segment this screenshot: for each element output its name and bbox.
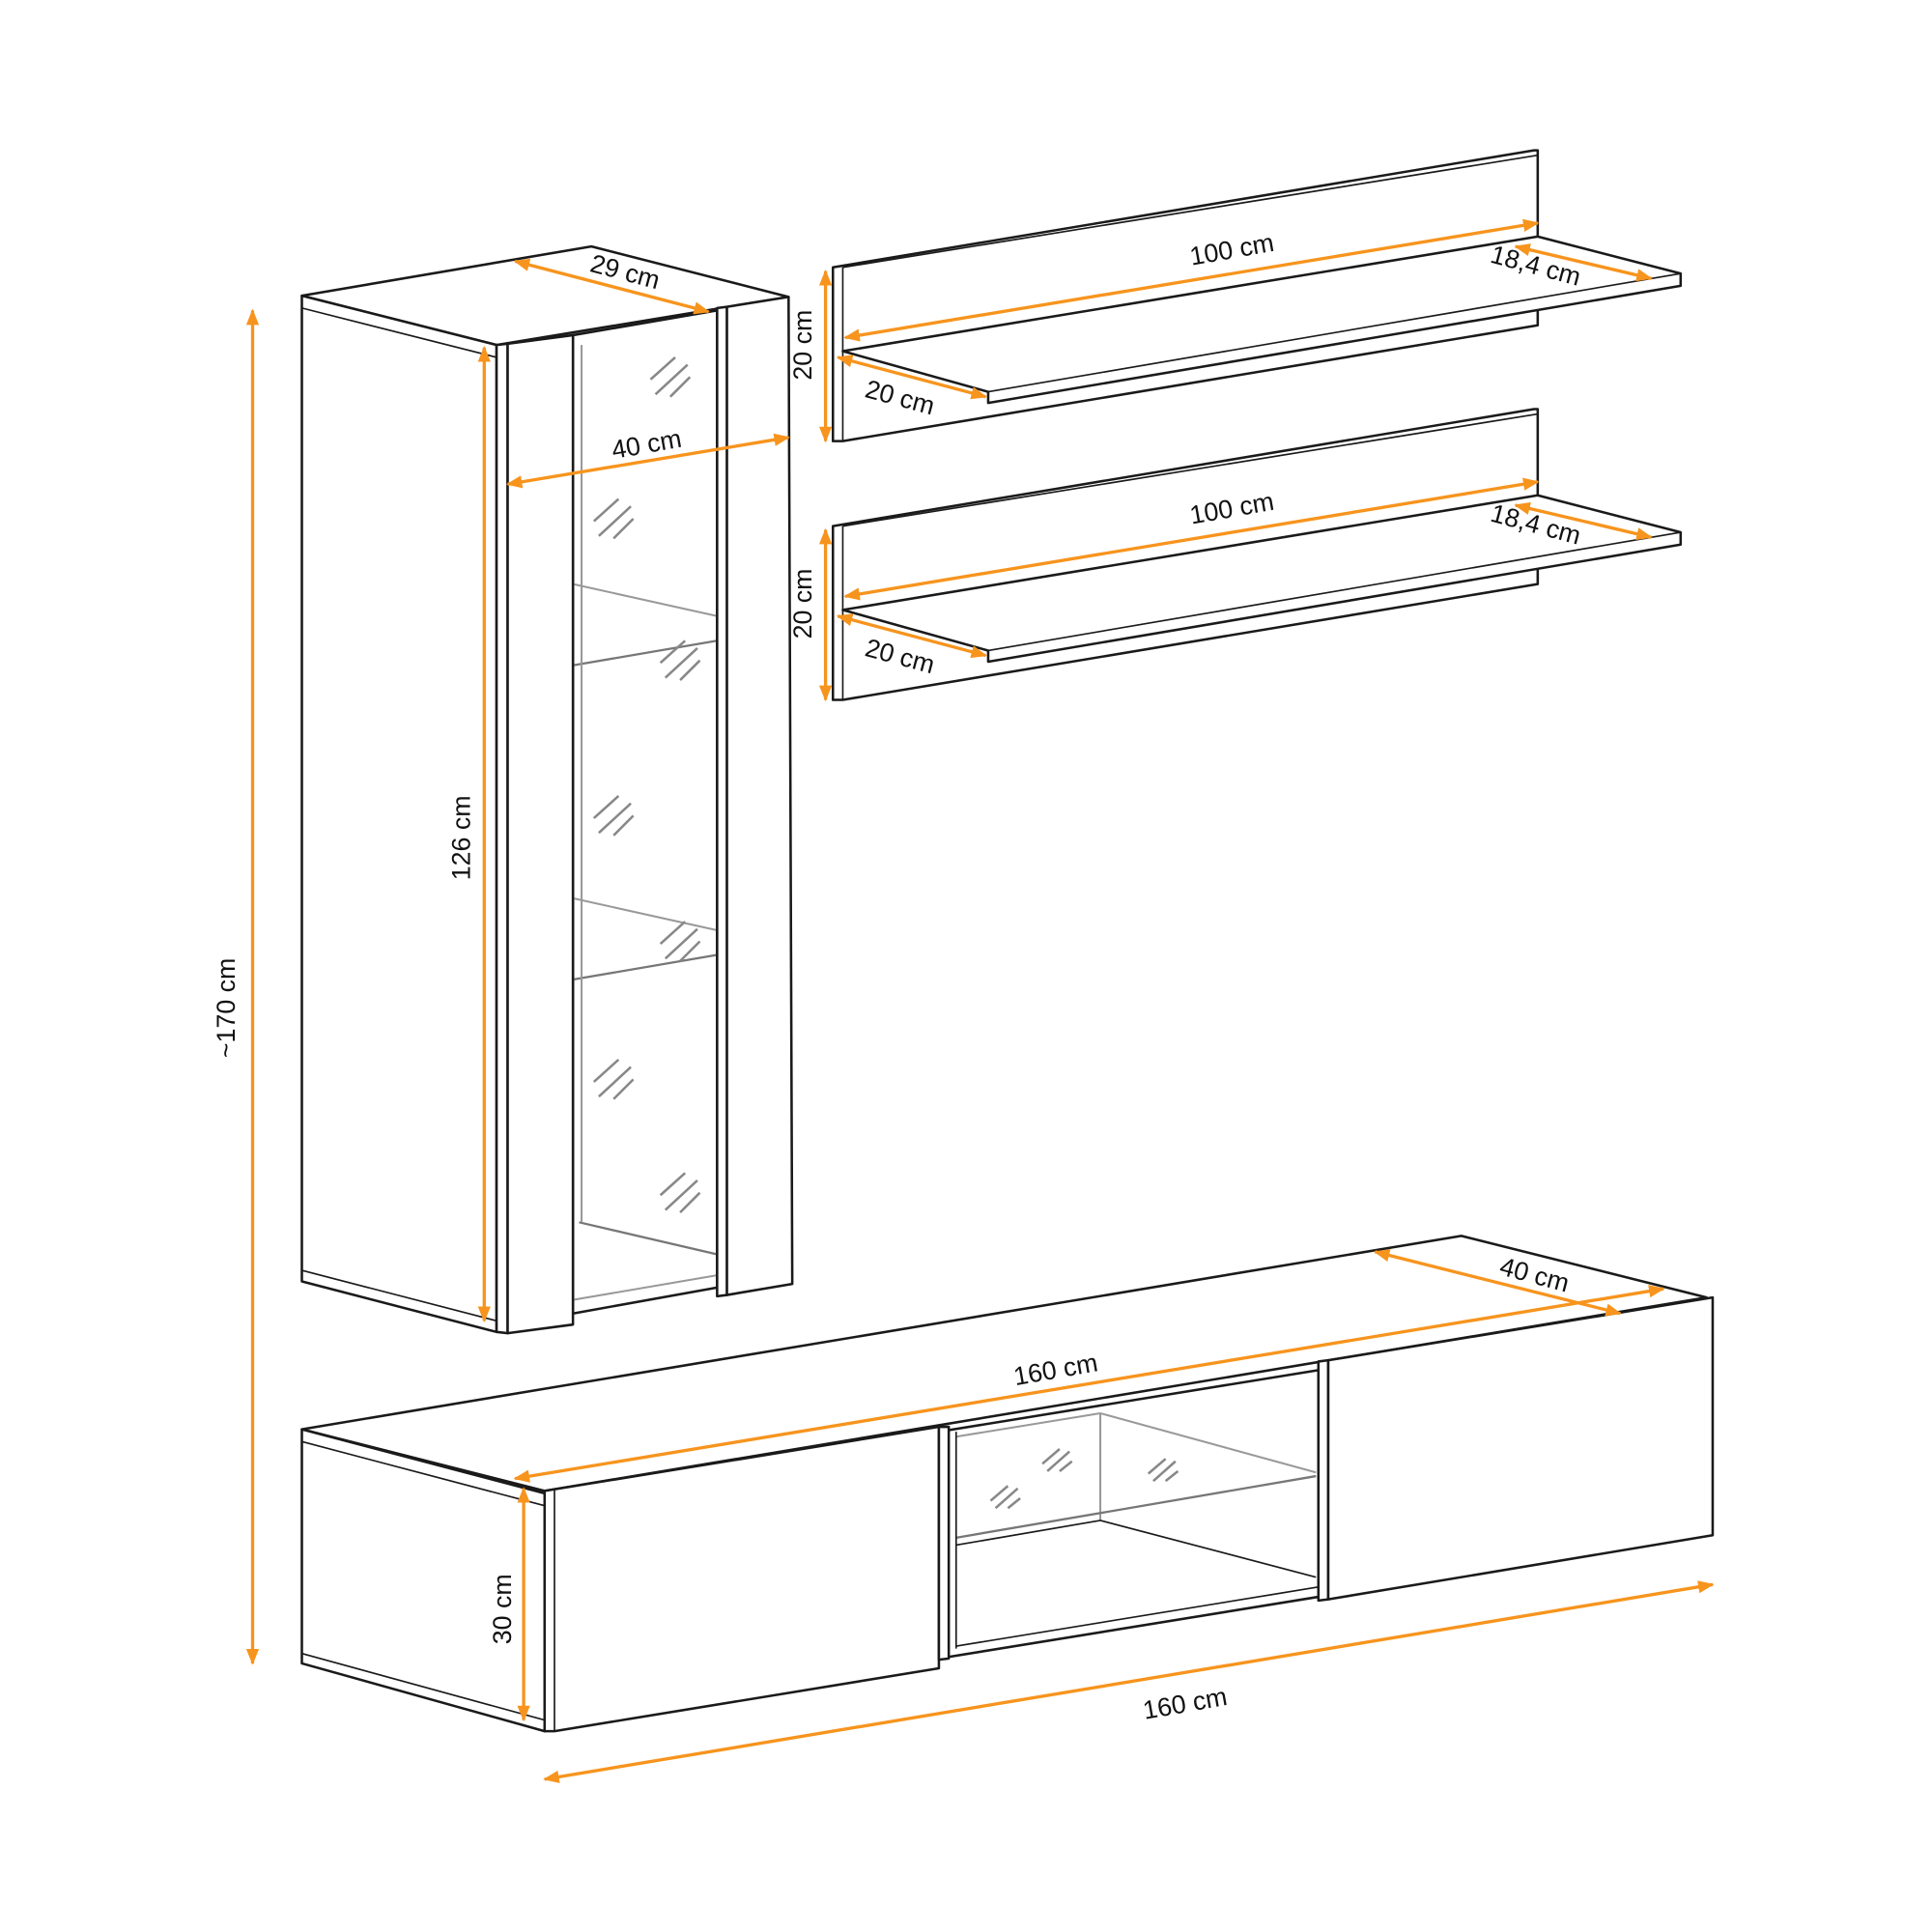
dim-arrow-tv-top-width <box>513 1285 1665 1483</box>
dim-arrow-cabinet-width <box>505 433 790 489</box>
dim-arrow-shelf1-width <box>843 218 1540 342</box>
glass-reflection-icon <box>592 355 701 1214</box>
label-cabinet-height: 126 cm <box>447 795 476 880</box>
dim-arrow-shelf2-side <box>836 613 988 659</box>
tall-glass-cabinet <box>300 244 794 1335</box>
dimension-arrows <box>245 218 1715 1783</box>
dim-arrow-shelf1-depth <box>1514 243 1653 282</box>
glass-shelves <box>572 345 718 1301</box>
dim-arrow-shelf2-depth <box>1514 501 1653 541</box>
label-shelf2-height: 20 cm <box>788 569 817 639</box>
dim-arrow-cabinet-depth <box>513 258 711 315</box>
label-tv-bottom-width: 160 cm <box>1141 1682 1230 1725</box>
wall-shelf-lower <box>831 408 1683 701</box>
label-overall-height: ~170 cm <box>212 958 241 1058</box>
label-shelf1-height: 20 cm <box>788 310 817 381</box>
dim-arrow-shelf2-width <box>843 477 1540 601</box>
dim-arrow-shelf1-side <box>836 355 988 400</box>
label-tv-height: 30 cm <box>488 1574 517 1644</box>
dim-arrow-tv-bottom-width <box>543 1580 1715 1783</box>
dimension-labels: 29 cm 40 cm 126 cm ~170 cm 100 cm 18,4 c… <box>212 228 1584 1725</box>
wall-shelf-upper <box>831 149 1683 442</box>
